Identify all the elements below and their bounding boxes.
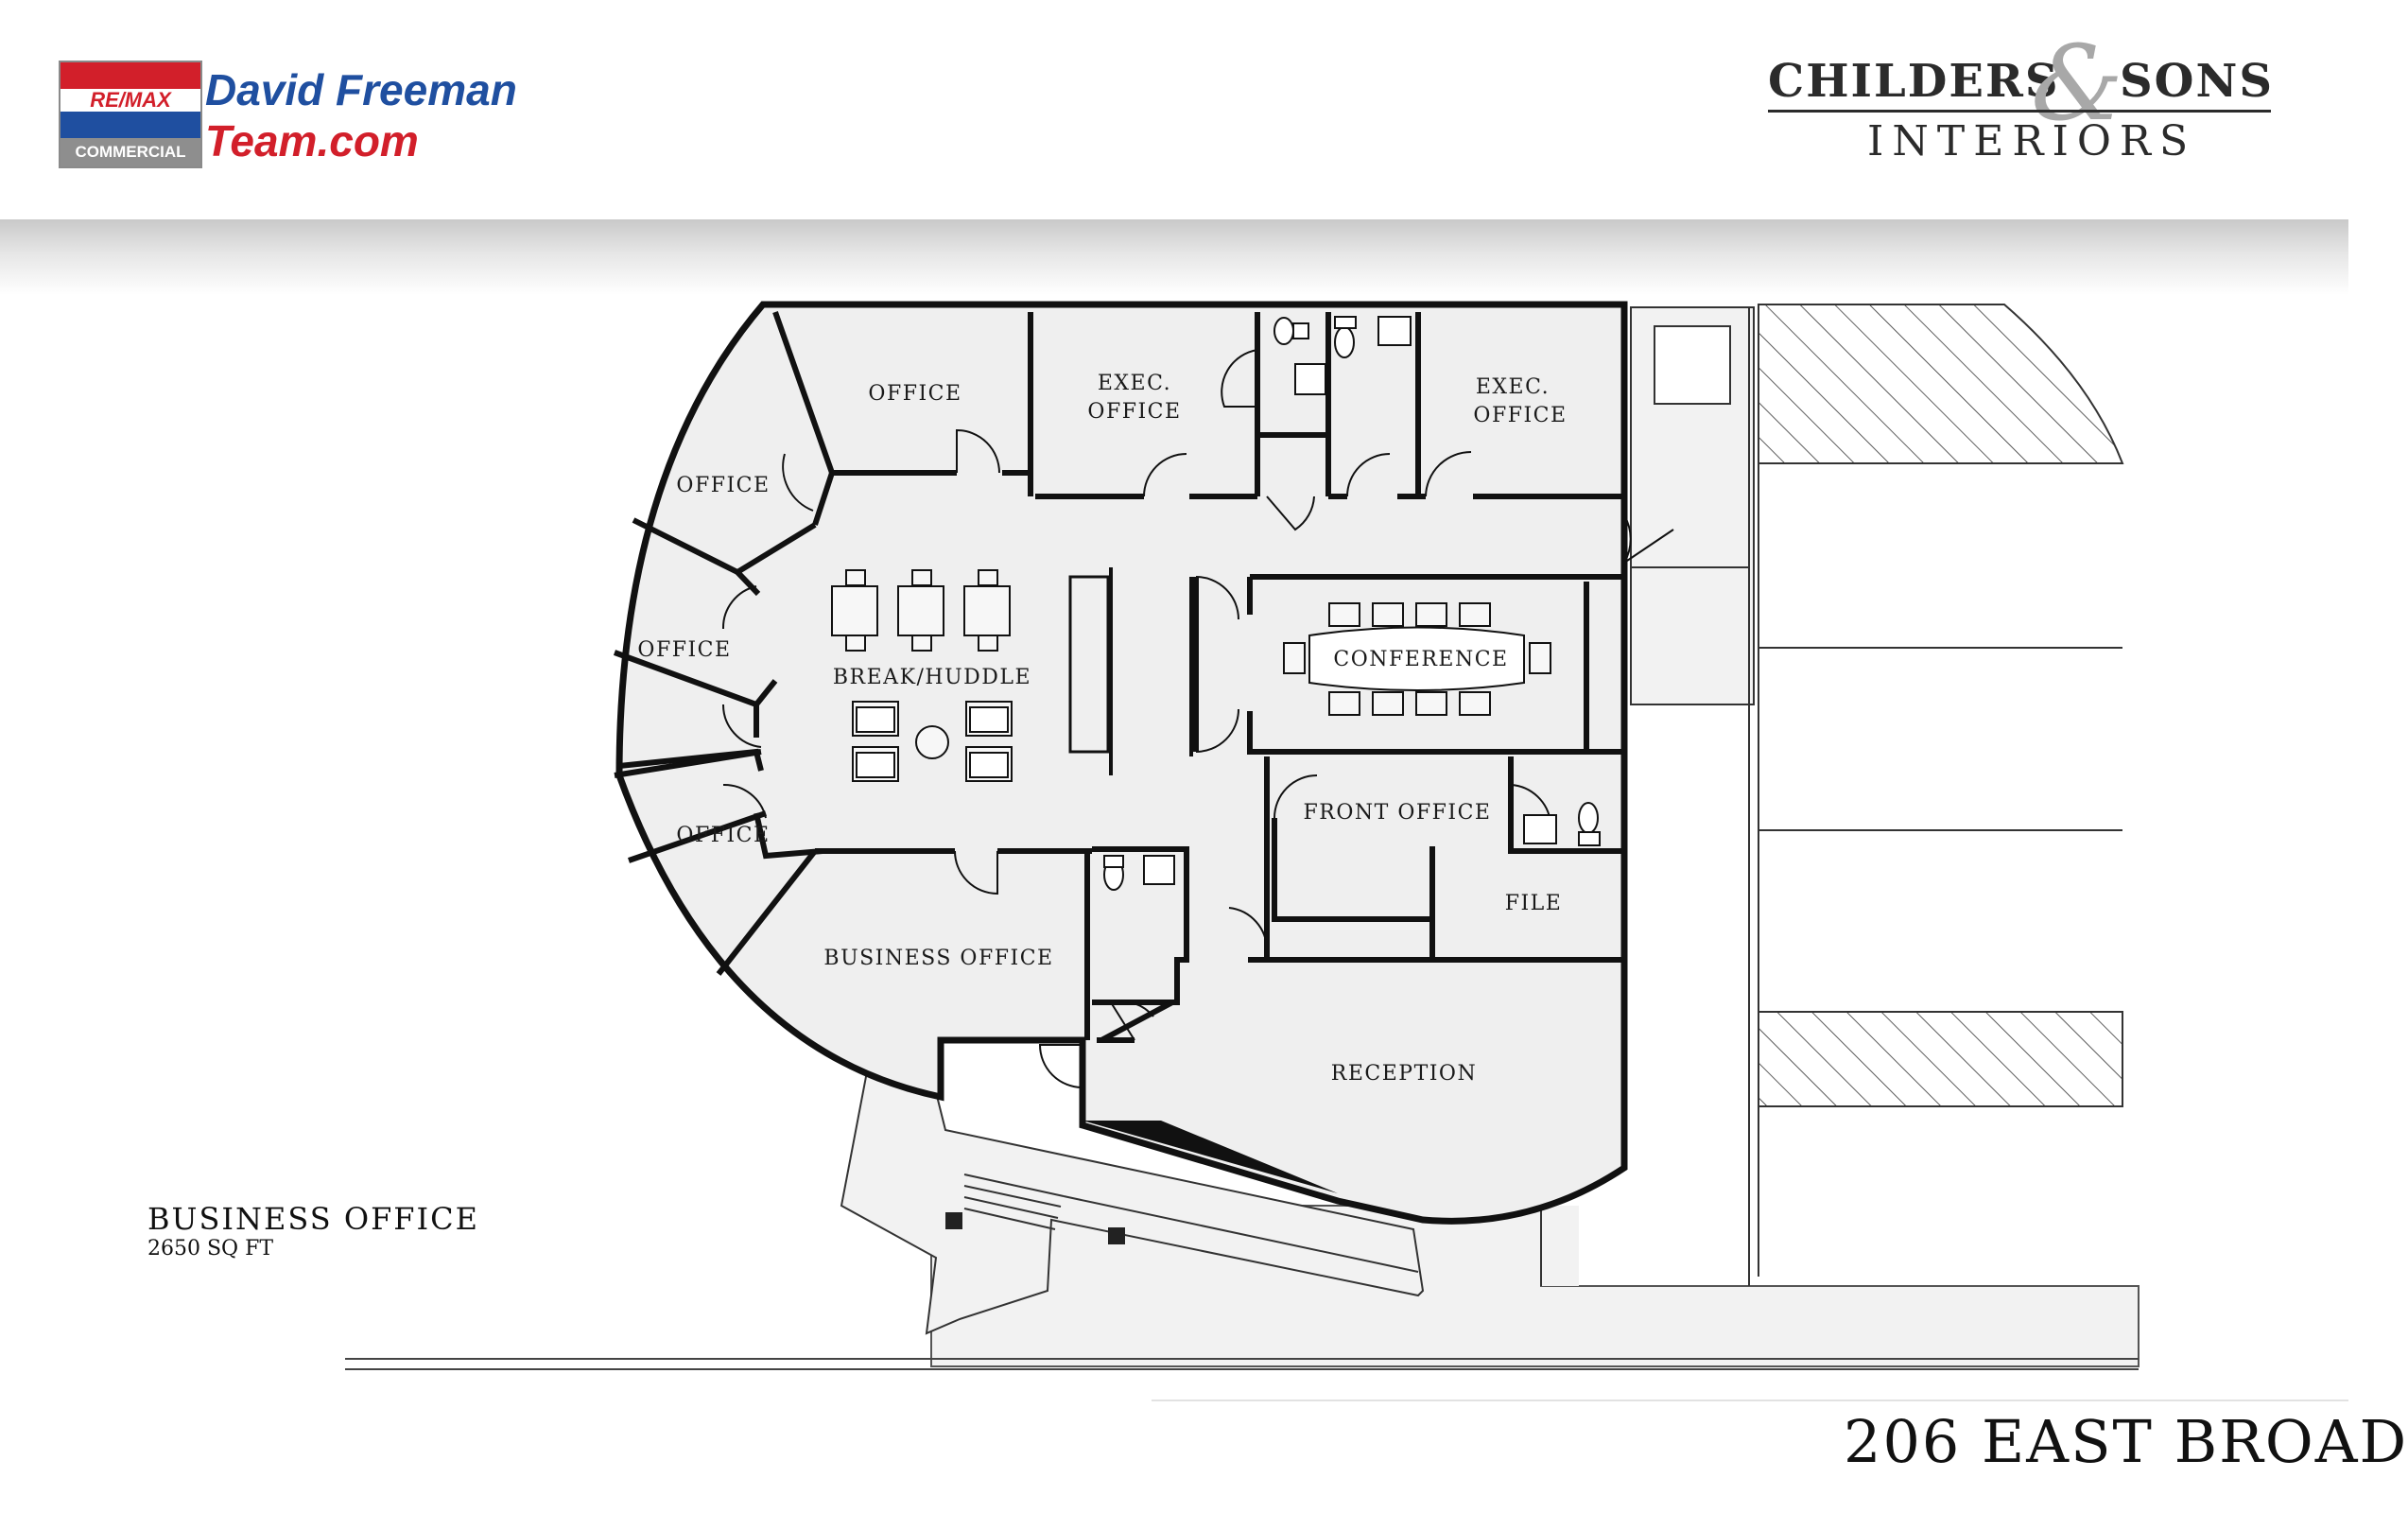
hatched-zone-top — [1758, 304, 2124, 464]
brand-line-2: Team.com — [205, 116, 419, 165]
brand-line-1: David Freeman — [205, 65, 517, 114]
childers-sons-logo: CHILDERS & SONS INTERIORS — [1768, 23, 2278, 182]
label-front-office: FRONT OFFICE — [1304, 801, 1492, 825]
room-labels: OFFICE EXEC. OFFICE EXEC. OFFICE OFFICE … — [637, 372, 1567, 1086]
logo-ampersand: & — [2031, 23, 2123, 144]
address-rule — [1152, 1400, 2348, 1401]
remax-logo: RE/MAX COMMERCIAL David Freeman Team.com — [59, 61, 626, 174]
interior-walls — [613, 311, 1624, 1043]
plan-caption-area: 2650 SQ FT — [147, 1237, 274, 1261]
break-huddle-furniture — [831, 569, 1013, 782]
label-office-left-upper: OFFICE — [676, 474, 770, 497]
label-exec-office-right-line2: OFFICE — [1473, 404, 1567, 427]
label-break-huddle: BREAK/HUDDLE — [833, 666, 1031, 689]
label-exec-office-right-line1: EXEC. — [1476, 375, 1550, 399]
conference-furniture — [1283, 602, 1551, 716]
label-business-office: BUSINESS OFFICE — [823, 947, 1053, 970]
logo-word-childers: CHILDERS — [1768, 55, 2060, 108]
logo-word-interiors: INTERIORS — [1867, 117, 2197, 165]
label-conference: CONFERENCE — [1333, 648, 1508, 671]
label-office-top: OFFICE — [868, 382, 961, 406]
property-address: 206 EAST BROAD — [1844, 1407, 2408, 1476]
label-file: FILE — [1505, 892, 1563, 915]
label-office-left-mid: OFFICE — [637, 638, 731, 662]
hatched-zone-bottom — [1758, 1011, 2123, 1107]
plan-caption-title: BUSINESS OFFICE — [147, 1201, 479, 1237]
remax-badge-text: RE/MAX — [61, 89, 200, 112]
logo-rule — [1768, 110, 2271, 113]
label-office-left-lower: OFFICE — [676, 824, 770, 847]
label-exec-office-left-line2: OFFICE — [1087, 400, 1181, 424]
building-footprint — [615, 301, 1628, 1225]
label-reception: RECEPTION — [1331, 1062, 1477, 1086]
entry-steps — [840, 1065, 1425, 1335]
door-swings — [721, 349, 1674, 1088]
header-shadow-band — [0, 219, 2348, 295]
remax-badge: RE/MAX COMMERCIAL — [59, 61, 202, 168]
label-exec-office-left-line1: EXEC. — [1098, 372, 1171, 395]
logo-word-sons: SONS — [2120, 55, 2275, 108]
restroom-fixtures — [1103, 316, 1601, 891]
reception-wedge — [1083, 1121, 1338, 1193]
remax-commercial-text: COMMERCIAL — [61, 138, 200, 166]
